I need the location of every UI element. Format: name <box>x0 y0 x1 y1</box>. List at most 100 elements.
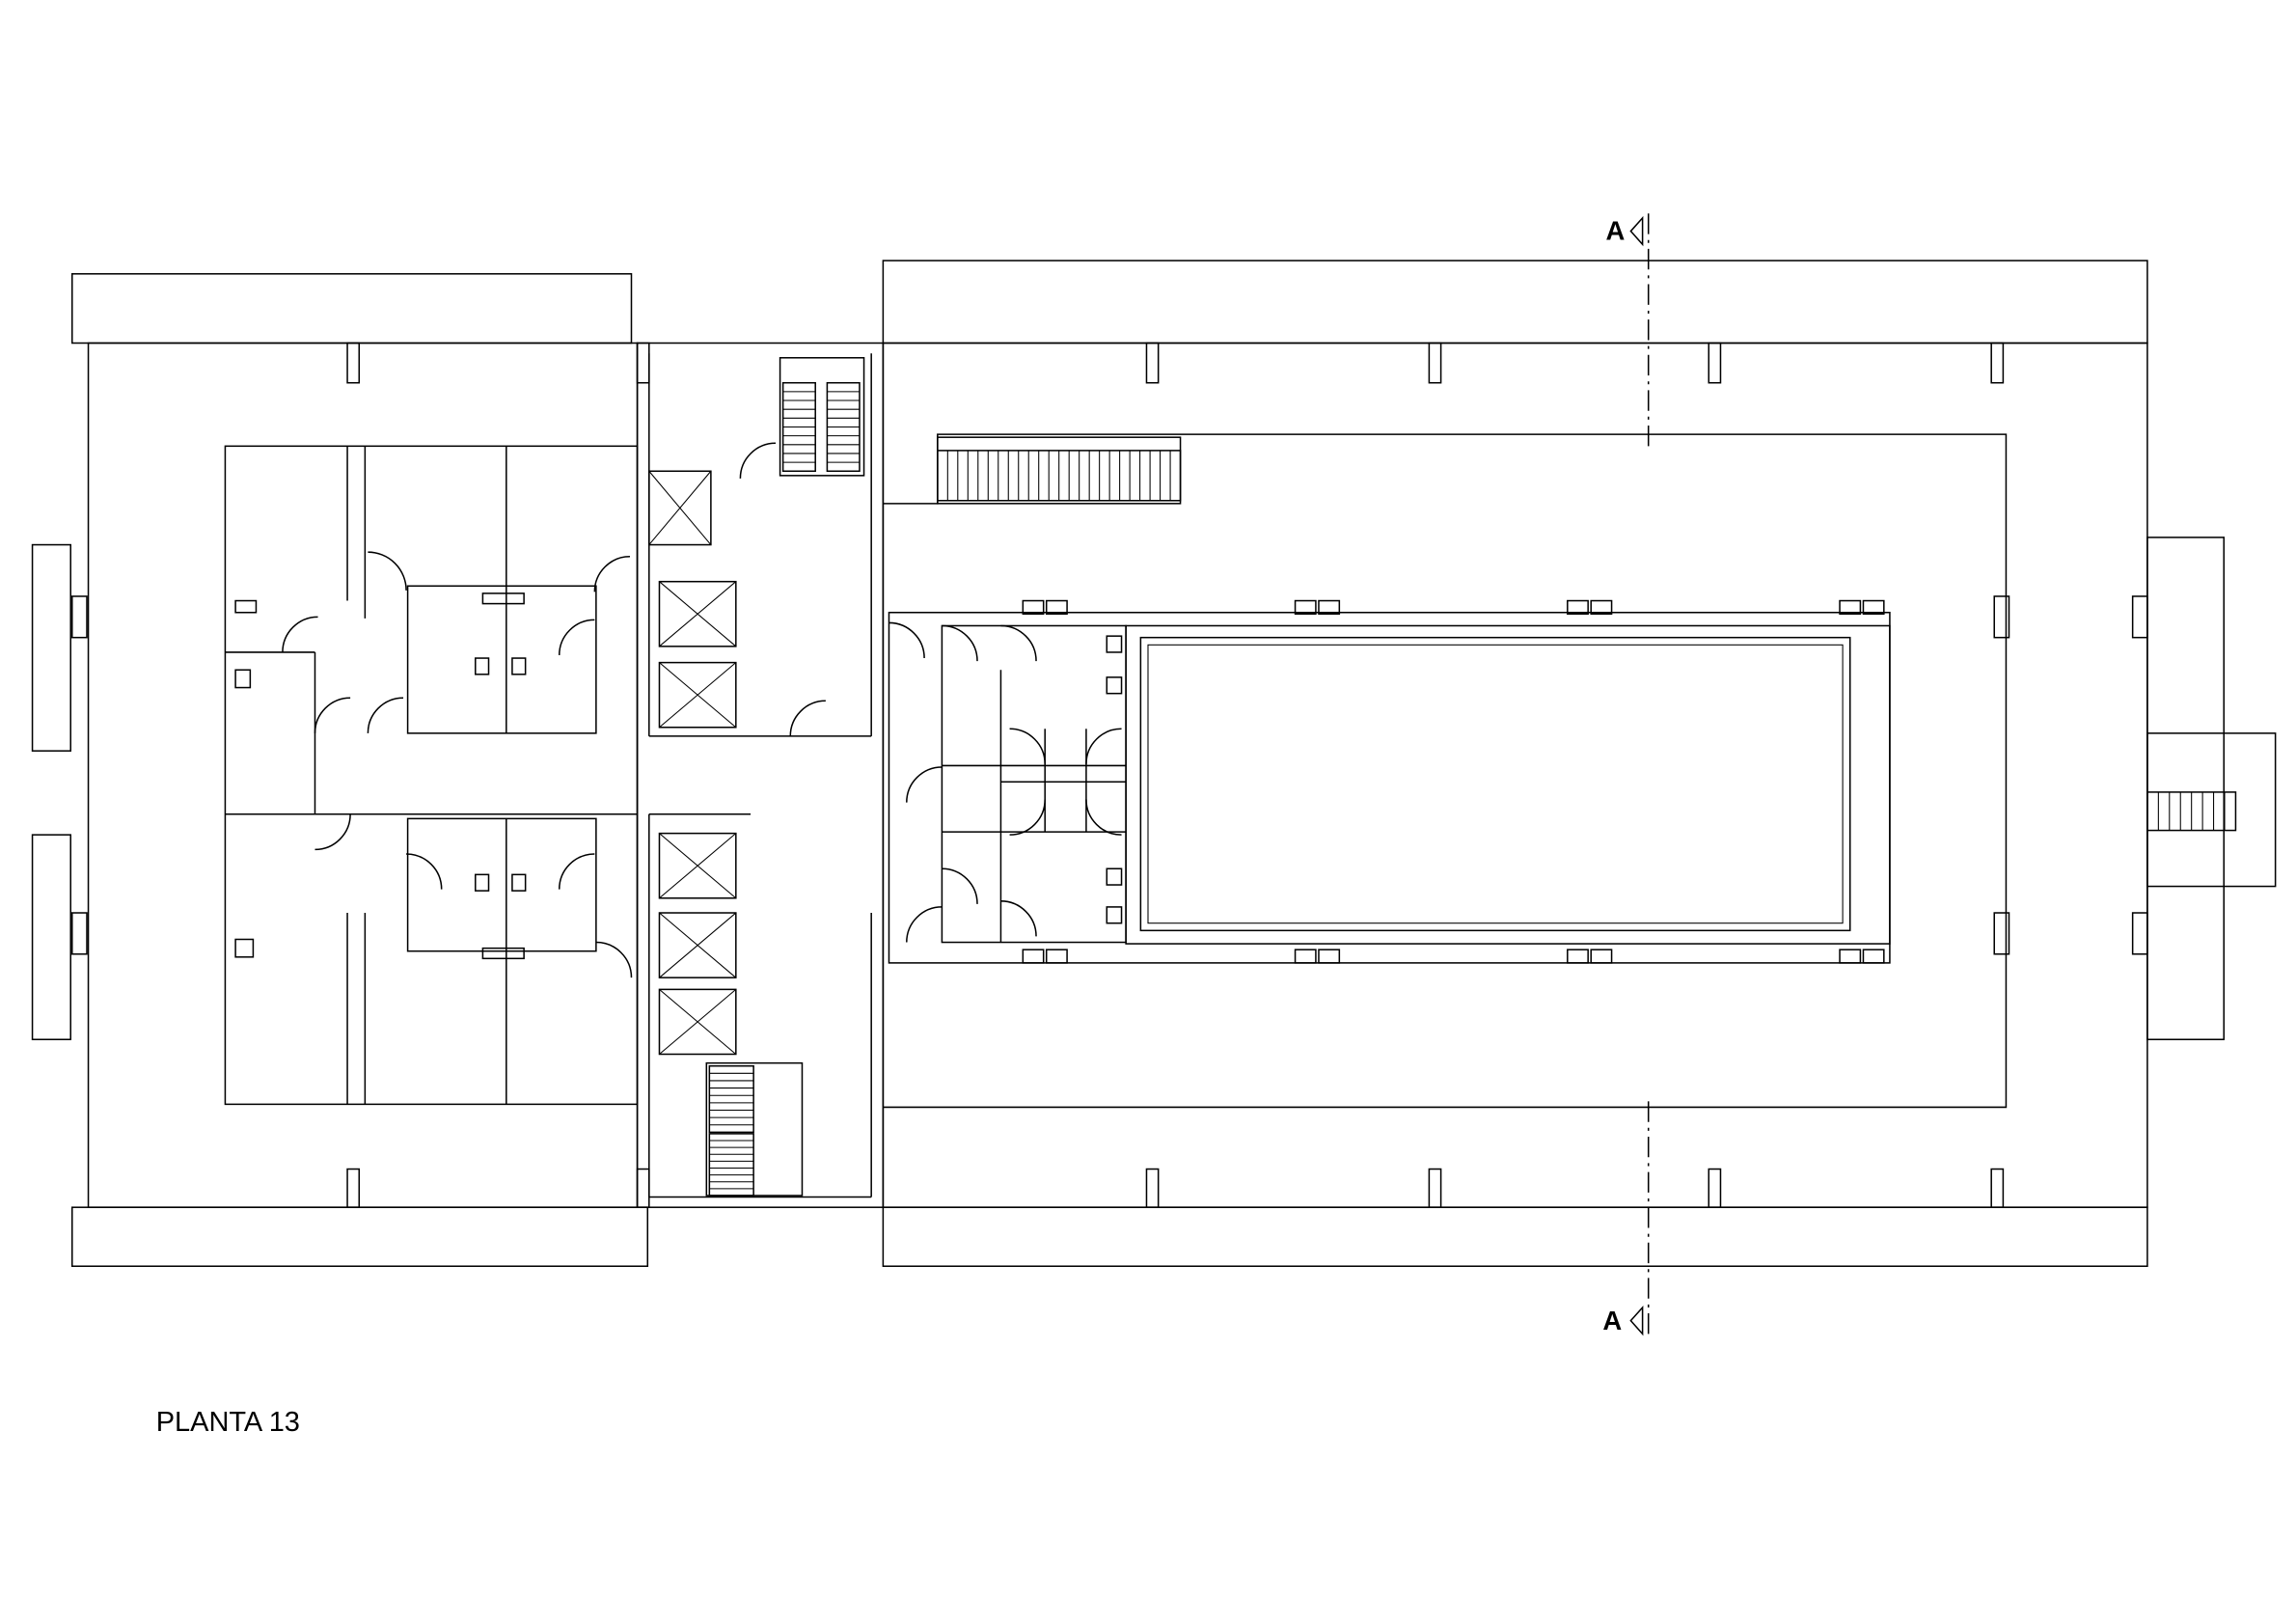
drawing-title: PLANTA 13 <box>156 1407 300 1438</box>
fixture <box>1106 867 1123 886</box>
door-swing <box>593 556 630 592</box>
left-wing <box>31 273 649 1267</box>
column <box>346 342 361 384</box>
light-fixture <box>1045 599 1068 616</box>
toilet <box>511 657 527 675</box>
fixture <box>1106 906 1123 924</box>
washbasin <box>481 947 525 960</box>
pool-enclosure <box>888 611 1891 964</box>
door-swing <box>888 621 925 659</box>
stair-flight <box>708 1064 754 1134</box>
door-swing <box>558 619 595 655</box>
section-line-a: A A <box>1602 213 1650 1336</box>
column <box>2131 595 2148 639</box>
fixture <box>234 669 252 689</box>
left-outer-wall <box>87 342 639 1208</box>
door-swing <box>739 442 777 479</box>
door-swing <box>906 766 943 803</box>
stair-shaft-top <box>779 357 865 477</box>
door-swing <box>282 616 318 652</box>
door-swing <box>1085 728 1122 764</box>
left-protrusion-lower <box>31 834 71 1041</box>
fixture <box>234 938 255 958</box>
central-core <box>636 342 885 1208</box>
structural-columns <box>70 342 2148 1208</box>
light-fixture <box>1318 949 1341 964</box>
section-arrow-icon <box>1629 1305 1644 1336</box>
door-swing <box>942 624 978 662</box>
elevator-car <box>658 580 737 647</box>
light-fixture <box>1590 949 1613 964</box>
core-outline <box>636 342 885 1208</box>
light-fixture <box>1839 599 1862 616</box>
elevators <box>648 470 737 1056</box>
changing-rooms <box>941 624 1127 944</box>
column <box>70 912 88 955</box>
light-fixture <box>1022 949 1045 964</box>
right-top-balcony <box>882 260 2148 344</box>
elevator-cross <box>648 470 712 545</box>
left-top-balcony <box>70 273 633 344</box>
right-wing <box>882 260 2277 1267</box>
column <box>1145 342 1160 384</box>
column <box>636 1168 650 1208</box>
left-bottom-balcony <box>70 1206 649 1267</box>
fixture <box>234 599 258 614</box>
door-swing <box>789 700 826 736</box>
door-swing <box>368 551 407 591</box>
stair-terrace <box>937 450 1182 502</box>
door-swing <box>942 867 978 904</box>
column <box>1708 342 1722 384</box>
section-arrow-icon <box>1629 215 1644 247</box>
toilet <box>475 657 490 675</box>
left-protrusion-upper <box>31 543 71 752</box>
pool-fixtures <box>1022 599 1885 964</box>
fixture <box>1106 676 1123 695</box>
light-fixture <box>1567 599 1589 616</box>
stair-top <box>781 381 861 473</box>
bathroom-upper <box>406 585 597 734</box>
stair-flight <box>708 1133 754 1197</box>
fixture <box>1106 635 1123 653</box>
elevator-car <box>648 470 712 546</box>
door-swing <box>406 853 443 890</box>
column <box>1428 1168 1442 1208</box>
light-fixture <box>1590 599 1613 616</box>
door-swing <box>1000 624 1037 662</box>
door-swing <box>1009 728 1046 764</box>
stair-right <box>2146 791 2237 832</box>
column <box>346 1168 361 1208</box>
column <box>70 595 88 639</box>
light-fixture <box>1862 599 1885 616</box>
bathroom-lower <box>406 817 597 952</box>
column <box>1708 1168 1722 1208</box>
light-fixture <box>1022 599 1045 616</box>
door-swing <box>314 813 351 851</box>
column <box>636 342 650 384</box>
light-fixture <box>1318 599 1341 616</box>
elevator-car <box>658 661 737 729</box>
door-swing <box>1000 900 1037 937</box>
column <box>1993 912 2010 955</box>
column <box>2131 912 2148 955</box>
washbasin <box>481 592 525 605</box>
column <box>1990 342 2005 384</box>
column <box>1428 342 1442 384</box>
stair-bottom <box>708 1064 754 1197</box>
right-bottom-balcony <box>882 1206 2148 1267</box>
toilet <box>511 873 527 892</box>
door-swing <box>595 941 633 978</box>
left-inner-core <box>224 445 639 1106</box>
light-fixture <box>1567 949 1589 964</box>
door-swing <box>314 697 351 733</box>
pool-deck <box>1125 624 1891 945</box>
right-protrusion <box>2146 537 2226 1041</box>
column <box>1990 1168 2005 1208</box>
elevator-cross <box>659 833 737 899</box>
elevator-car <box>658 988 737 1056</box>
elevator-cross <box>659 912 737 978</box>
column <box>1145 1168 1160 1208</box>
elevator-car <box>658 832 737 899</box>
door-swing <box>367 697 404 733</box>
